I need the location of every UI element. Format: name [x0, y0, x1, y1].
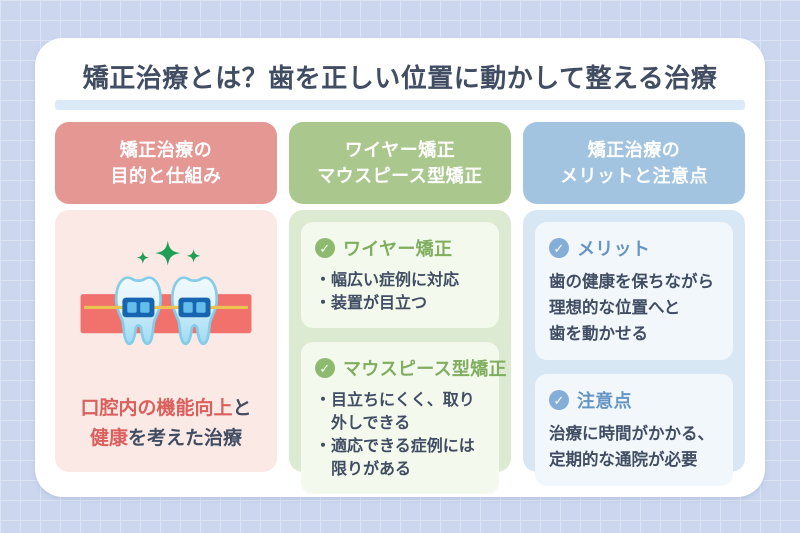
- header-line: 目的と仕組み: [110, 166, 222, 186]
- teeth-braces-illustration: [80, 240, 252, 346]
- bullet-marker: ・: [315, 272, 332, 289]
- gum-band: [80, 294, 252, 334]
- header-line: メリットと注意点: [560, 166, 708, 186]
- bullet-text: 装置が目立つ: [331, 295, 428, 312]
- column-methods: ワイヤー矯正 マウスピース型矯正 ✓ ワイヤー矯正 ・ 幅広い症例に対応: [289, 122, 511, 494]
- method-card-title-row: ✓ マウスピース型矯正: [315, 355, 507, 381]
- title-underline: [55, 100, 745, 110]
- bullet-item: ・ 目立ちにくく、取り外しできる: [315, 389, 485, 435]
- text-line: 定期的な通院が必要: [549, 451, 698, 469]
- merit-text: 歯の健康を保ちながら 理想的な位置へと 歯を動かせる: [549, 269, 719, 347]
- header-line: マウスピース型矯正: [317, 166, 483, 186]
- purpose-caption: 口腔内の機能向上と 健康を考えた治療: [80, 394, 251, 454]
- caption-text: を考えた治療: [128, 428, 243, 449]
- text-line: 治療に時間がかかる、: [549, 425, 714, 443]
- check-icon: ✓: [549, 238, 569, 258]
- method-card-mouthpiece: ✓ マウスピース型矯正 ・ 目立ちにくく、取り外しできる ・ 適応できる症例には…: [301, 342, 507, 494]
- bullet-text: 適応できる症例には限りがある: [331, 438, 475, 478]
- column-purpose-header: 矯正治療の 目的と仕組み: [55, 122, 277, 204]
- column-purpose-body: 口腔内の機能向上と 健康を考えた治療: [55, 210, 277, 472]
- method-bullet-list: ・ 幅広い症例に対応 ・ 装置が目立つ: [315, 269, 485, 315]
- caption-accent: 健康: [89, 428, 128, 449]
- column-merits: 矯正治療の メリットと注意点 ✓ メリット 歯の健康を保ちながら 理想的な位置へ…: [523, 122, 745, 486]
- card-title: 注意点: [577, 391, 632, 411]
- columns-container: 矯正治療の 目的と仕組み: [55, 122, 745, 494]
- column-methods-body: ✓ ワイヤー矯正 ・ 幅広い症例に対応 ・ 装置が目立つ: [289, 210, 511, 494]
- brace-bracket: [178, 297, 211, 318]
- method-bullet-list: ・ 目立ちにくく、取り外しできる ・ 適応できる症例には限りがある: [315, 389, 485, 481]
- method-card-wire: ✓ ワイヤー矯正 ・ 幅広い症例に対応 ・ 装置が目立つ: [301, 222, 499, 328]
- bullet-item: ・ 装置が目立つ: [315, 292, 485, 315]
- column-methods-header: ワイヤー矯正 マウスピース型矯正: [289, 122, 511, 204]
- bullet-marker: ・: [315, 438, 332, 455]
- caution-text: 治療に時間がかかる、 定期的な通院が必要: [549, 421, 719, 473]
- page-title: 矯正治療とは？歯を正しい位置に動かして整える治療: [82, 63, 718, 93]
- header-line: 矯正治療の: [587, 140, 681, 160]
- caution-card-title-row: ✓ 注意点: [549, 387, 719, 413]
- bullet-item: ・ 幅広い症例に対応: [315, 269, 485, 292]
- check-icon: ✓: [315, 358, 335, 378]
- bullet-text: 目立ちにくく、取り外しできる: [331, 392, 475, 432]
- caution-card: ✓ 注意点 治療に時間がかかる、 定期的な通院が必要: [535, 374, 733, 486]
- card-title: マウスピース型矯正: [343, 359, 507, 379]
- check-icon: ✓: [549, 390, 569, 410]
- caption-text: と: [232, 398, 252, 419]
- text-line: 歯を動かせる: [549, 325, 648, 343]
- method-card-title-row: ✓ ワイヤー矯正: [315, 235, 485, 261]
- bullet-text: 幅広い症例に対応: [331, 272, 460, 289]
- column-purpose: 矯正治療の 目的と仕組み: [55, 122, 277, 472]
- sparkle-icon: [136, 240, 201, 266]
- text-line: 理想的な位置へと: [549, 299, 681, 317]
- column-merits-header: 矯正治療の メリットと注意点: [523, 122, 745, 204]
- card-title: ワイヤー矯正: [343, 239, 453, 259]
- bullet-item: ・ 適応できる症例には限りがある: [315, 435, 485, 481]
- bullet-marker: ・: [315, 295, 332, 312]
- brace-bracket: [122, 297, 155, 318]
- caption-accent: 口腔内の機能向上: [80, 398, 233, 419]
- header-line: 矯正治療の: [119, 140, 213, 160]
- text-line: 歯の健康を保ちながら: [549, 273, 714, 291]
- bullet-marker: ・: [315, 392, 332, 409]
- merit-card: ✓ メリット 歯の健康を保ちながら 理想的な位置へと 歯を動かせる: [535, 222, 733, 360]
- card-title: メリット: [577, 239, 651, 259]
- main-card: 矯正治療とは？歯を正しい位置に動かして整える治療 矯正治療の 目的と仕組み: [35, 38, 765, 497]
- header-line: ワイヤー矯正: [344, 140, 456, 160]
- check-icon: ✓: [315, 238, 335, 258]
- column-merits-body: ✓ メリット 歯の健康を保ちながら 理想的な位置へと 歯を動かせる ✓ 注意点: [523, 210, 745, 486]
- merit-card-title-row: ✓ メリット: [549, 235, 719, 261]
